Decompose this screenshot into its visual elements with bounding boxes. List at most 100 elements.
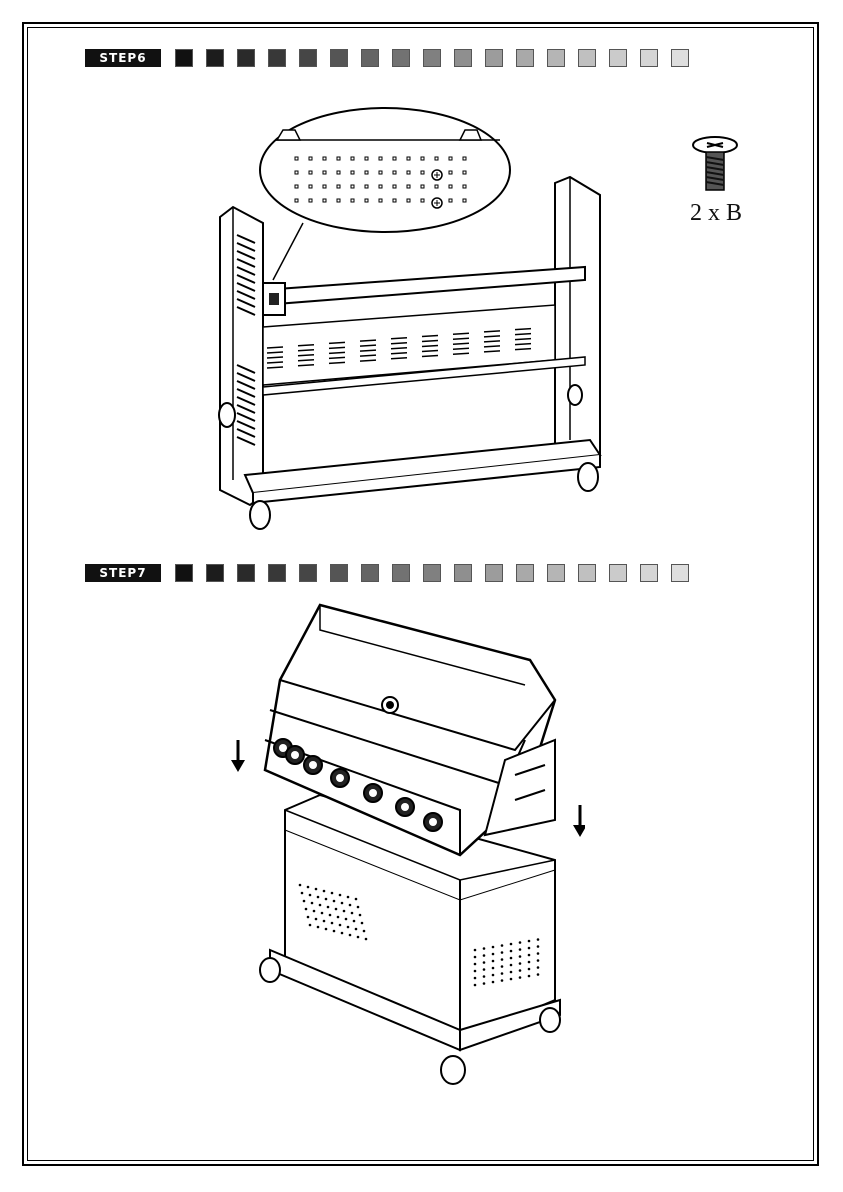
- vent-dot: [331, 922, 334, 925]
- vent-dot: [483, 975, 486, 978]
- progress-square: [454, 564, 472, 582]
- control-knob-center: [369, 789, 377, 797]
- vent-dot: [303, 900, 306, 903]
- vent-dot: [315, 888, 318, 891]
- vent-slot: [329, 352, 345, 353]
- progress-square: [671, 564, 689, 582]
- progress-square: [640, 564, 658, 582]
- vent-dot: [537, 966, 540, 969]
- progress-square: [237, 49, 255, 67]
- progress-square: [547, 49, 565, 67]
- vent-dot: [309, 894, 312, 897]
- vent-dot: [309, 924, 312, 927]
- vent-slot: [391, 343, 407, 344]
- vent-dot: [510, 971, 513, 974]
- vent-dot: [357, 936, 360, 939]
- vent-dot: [353, 920, 356, 923]
- vent-dot: [307, 886, 310, 889]
- progress-square: [237, 564, 255, 582]
- vent-dot: [519, 941, 522, 944]
- vent-dot: [528, 975, 531, 978]
- vent-dot: [483, 968, 486, 971]
- vent-slot: [484, 341, 500, 342]
- vent-dot: [333, 900, 336, 903]
- vent-dot: [365, 938, 368, 941]
- vent-dot: [349, 904, 352, 907]
- progress-square: [268, 564, 286, 582]
- vent-dot: [483, 954, 486, 957]
- vent-dot: [510, 943, 513, 946]
- screw-icon: [690, 135, 740, 195]
- vent-slot: [298, 360, 314, 361]
- vent-dot: [355, 898, 358, 901]
- vent-slot: [391, 338, 407, 339]
- vent-dot: [341, 932, 344, 935]
- control-knob-center: [309, 761, 317, 769]
- vent-dot: [317, 896, 320, 899]
- vent-dot: [492, 953, 495, 956]
- progress-square: [547, 564, 565, 582]
- progress-square: [609, 49, 627, 67]
- vent-dot: [519, 969, 522, 972]
- vent-slot: [298, 355, 314, 356]
- vent-dot: [337, 916, 340, 919]
- vent-slot: [453, 348, 469, 349]
- vent-slot: [484, 331, 500, 332]
- vent-slot: [391, 353, 407, 354]
- vent-dot: [311, 902, 314, 905]
- vent-dot: [519, 948, 522, 951]
- vent-dot: [355, 928, 358, 931]
- vent-dot: [501, 979, 504, 982]
- vent-dot: [528, 954, 531, 957]
- vent-slot: [422, 351, 438, 352]
- vent-dot: [474, 977, 477, 980]
- vent-dot: [501, 972, 504, 975]
- vent-slot: [515, 334, 531, 335]
- progress-square: [578, 49, 596, 67]
- vent-dot: [528, 968, 531, 971]
- vent-slot: [360, 350, 376, 351]
- progress-square: [330, 564, 348, 582]
- progress-square: [423, 564, 441, 582]
- vent-slot: [422, 336, 438, 337]
- vent-slot: [298, 365, 314, 366]
- vent-dot: [325, 928, 328, 931]
- vent-slot: [484, 351, 500, 352]
- progress-square: [206, 564, 224, 582]
- vent-dot: [357, 906, 360, 909]
- vent-dot: [519, 976, 522, 979]
- step6-header: STEP6: [85, 48, 689, 68]
- vent-slot: [422, 356, 438, 357]
- vent-dot: [319, 904, 322, 907]
- vent-dot: [501, 944, 504, 947]
- control-knob-center: [291, 751, 299, 759]
- vent-dot: [537, 952, 540, 955]
- vent-dot: [333, 930, 336, 933]
- progress-square: [640, 49, 658, 67]
- vent-slot: [360, 345, 376, 346]
- progress-square: [609, 564, 627, 582]
- vent-dot: [537, 938, 540, 941]
- progress-square: [392, 564, 410, 582]
- vent-dot: [474, 956, 477, 959]
- progress-square: [516, 49, 534, 67]
- progress-square: [175, 49, 193, 67]
- vent-dot: [339, 924, 342, 927]
- vent-slot: [453, 343, 469, 344]
- progress-square: [361, 564, 379, 582]
- vent-dot: [474, 949, 477, 952]
- vent-dot: [343, 910, 346, 913]
- vent-slot: [267, 352, 283, 353]
- vent-dot: [528, 940, 531, 943]
- vent-dot: [519, 955, 522, 958]
- vent-slot: [329, 347, 345, 348]
- vent-dot: [501, 965, 504, 968]
- vent-dot: [483, 947, 486, 950]
- vent-dot: [321, 912, 324, 915]
- vent-slot: [422, 341, 438, 342]
- progress-square: [485, 564, 503, 582]
- progress-square: [485, 49, 503, 67]
- progress-square: [299, 49, 317, 67]
- vent-dot: [510, 957, 513, 960]
- vent-slot: [298, 350, 314, 351]
